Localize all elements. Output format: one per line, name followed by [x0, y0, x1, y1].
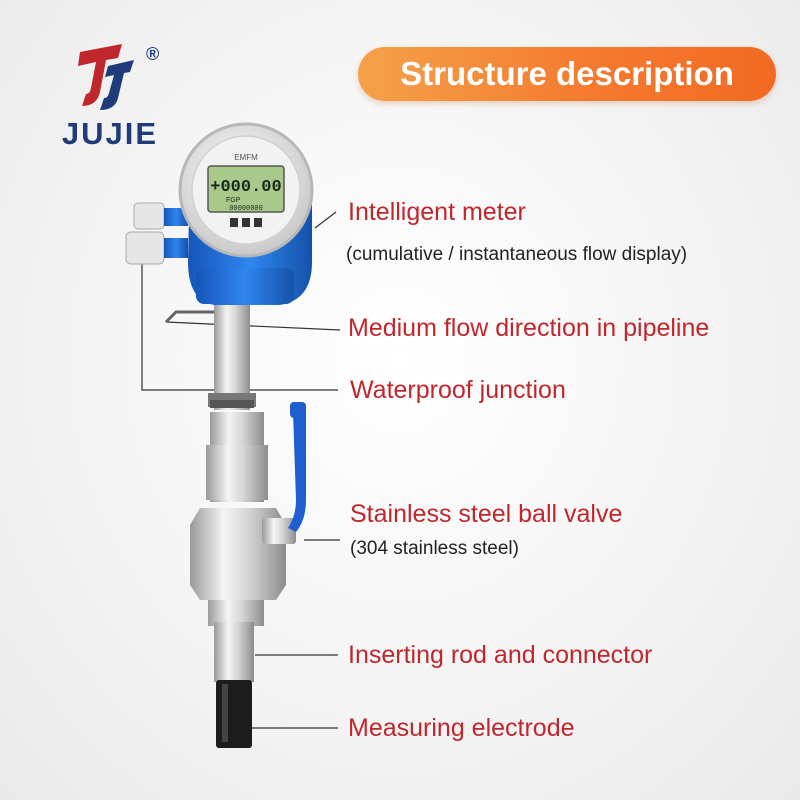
- lcd-screen: [207, 165, 285, 213]
- measuring-electrode: [216, 680, 252, 748]
- inserting-rod: [214, 300, 250, 410]
- jj-logo-icon: [78, 44, 134, 110]
- model-label: EMFM: [234, 153, 258, 162]
- valve-handle: [288, 412, 306, 532]
- registered-mark: ®: [146, 44, 160, 64]
- lcd-totalizer: 00000000: [229, 205, 263, 213]
- label-flow-direction: Medium flow direction in pipeline: [348, 314, 710, 342]
- banner-title: Structure description: [358, 47, 776, 101]
- lcd-status: FGP: [226, 197, 241, 204]
- label-ball-valve: Stainless steel ball valve: [350, 500, 623, 528]
- keypad: [230, 218, 262, 227]
- label-waterproof-junction: Waterproof junction: [350, 376, 566, 404]
- label-inserting-rod: Inserting rod and connector: [348, 641, 653, 669]
- label-measuring-electrode: Measuring electrode: [348, 714, 575, 742]
- label-meter-sub: (cumulative / instantaneous flow display…: [346, 244, 688, 265]
- label-intelligent-meter: Intelligent meter: [348, 198, 526, 226]
- brand-logo: ® JUJIE: [40, 40, 180, 151]
- brand-name: JUJIE: [61, 116, 159, 151]
- label-valve-sub: (304 stainless steel): [350, 538, 519, 559]
- leader-lines: [141, 211, 341, 729]
- cable-glands: [125, 202, 188, 265]
- lcd-reading: +000.00: [210, 178, 281, 197]
